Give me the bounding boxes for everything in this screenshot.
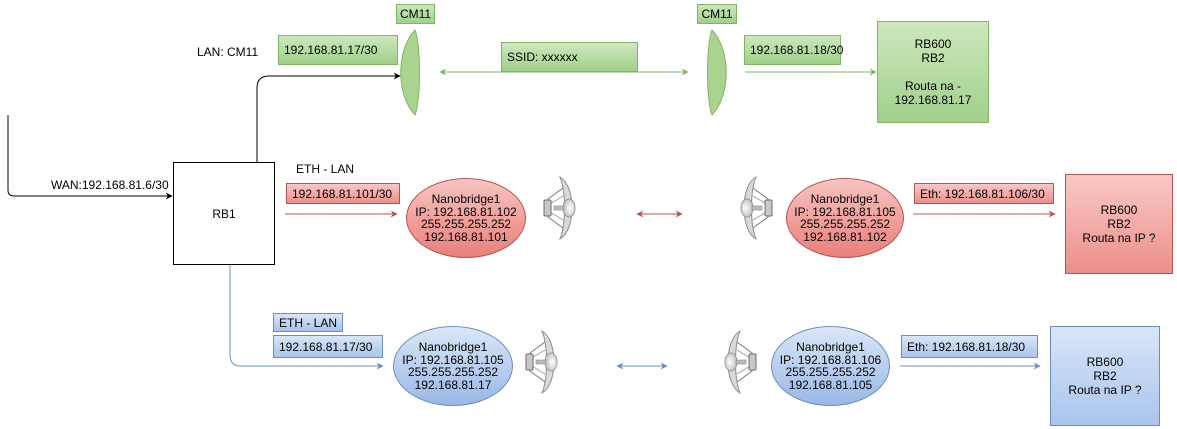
rb600-label: RB600	[1086, 355, 1124, 369]
blue-ip-tag: 192.168.81.17/30	[273, 335, 383, 358]
green-ip-right-label: 192.168.81.18/30	[750, 43, 844, 57]
route-label: Routa na IP ?	[1068, 383, 1142, 397]
blue-rb1-to-nb-connector	[229, 265, 384, 370]
red-eth-label: Eth: 192.168.81.106/30	[920, 186, 1045, 201]
blue-eth-tag: Eth: 192.168.81.18/30	[901, 335, 1038, 358]
blue-ip-label: 192.168.81.17/30	[279, 339, 373, 354]
blue-eth-lan-label: ETH - LAN	[279, 315, 338, 330]
nanobridge-mask: 255.255.255.252	[785, 365, 876, 379]
nanobridge-gateway: 192.168.81.17	[414, 377, 492, 392]
rb2-label: RB2	[1093, 369, 1117, 383]
lan-cm11-label: LAN: CM11	[197, 45, 259, 59]
rb1-to-cm11-connector	[256, 72, 401, 162]
cm11-lens-icon	[400, 29, 420, 116]
nanobridge-mask: 255.255.255.252	[799, 217, 891, 231]
red-ip-label: 192.168.81.101/30	[292, 186, 393, 201]
green-rb600-box: RB600 RB2 Routa na - 192.168.81.17	[877, 21, 989, 123]
route-label: Routa na IP ?	[1082, 231, 1156, 245]
red-nanobridge-left: Nanobridge1 IP: 192.168.81.102 255.255.2…	[406, 178, 526, 258]
dish-antenna-icon	[724, 330, 757, 394]
dish-antenna-icon	[525, 330, 558, 394]
nanobridge-ip: IP: 192.168.81.105	[794, 204, 896, 219]
ssid-label: SSID: xxxxxx	[507, 50, 578, 64]
nanobridge-name: Nanobridge1	[431, 192, 501, 206]
nanobridge-name: Nanobridge1	[418, 340, 488, 354]
cm11-right-tag: CM11	[697, 4, 737, 24]
green-ip-left-tag: 192.168.81.17/30	[278, 35, 398, 65]
dish-antenna-icon	[740, 176, 773, 240]
nanobridge-gateway: 192.168.81.101	[424, 229, 508, 244]
green-ip-left-label: 192.168.81.17/30	[284, 43, 378, 57]
rb1-router-box: RB1	[173, 162, 275, 265]
red-eth-tag: Eth: 192.168.81.106/30	[914, 183, 1054, 204]
red-eth-lan-label: ETH - LAN	[296, 162, 355, 176]
blue-rb600-box: RB600 RB2 Routa na IP ?	[1050, 326, 1160, 426]
rb2-label: RB2	[921, 51, 945, 65]
dish-antenna-icon	[543, 176, 576, 240]
red-nanobridge-right: Nanobridge1 IP: 192.168.81.105 255.255.2…	[786, 178, 904, 258]
red-rb600-box: RB600 RB2 Routa na IP ?	[1065, 174, 1173, 274]
cm11-left-tag: CM11	[396, 4, 435, 24]
nanobridge-ip: IP: 192.168.81.106	[779, 352, 882, 367]
cm11-lens-icon	[707, 29, 727, 116]
nanobridge-mask: 255.255.255.252	[407, 365, 499, 379]
route-label: Routa na -	[904, 79, 962, 93]
nanobridge-mask: 255.255.255.252	[420, 217, 512, 231]
green-ip-right-tag: 192.168.81.18/30	[744, 35, 844, 65]
nanobridge-gateway: 192.168.81.105	[788, 377, 873, 392]
nanobridge-name: Nanobridge1	[810, 192, 880, 206]
nanobridge-name: Nanobridge1	[796, 340, 865, 354]
nanobridge-ip: IP: 192.168.81.102	[415, 204, 517, 219]
wan-label: WAN:192.168.81.6/30	[51, 178, 169, 192]
blue-eth-label: Eth: 192.168.81.18/30	[907, 339, 1026, 354]
nanobridge-gateway: 192.168.81.102	[803, 229, 887, 244]
nanobridge-ip: IP: 192.168.81.105	[402, 352, 504, 367]
ssid-tag: SSID: xxxxxx	[501, 42, 638, 72]
rb600-label: RB600	[914, 37, 952, 51]
cm11-right-label: CM11	[701, 7, 733, 21]
blue-nanobridge-right: Nanobridge1 IP: 192.168.81.106 255.255.2…	[771, 326, 890, 406]
blue-nanobridge-left: Nanobridge1 IP: 192.168.81.105 255.255.2…	[393, 326, 513, 406]
red-ip-tag: 192.168.81.101/30	[286, 183, 400, 204]
cm11-left-label: CM11	[399, 7, 432, 21]
rb2-label: RB2	[1107, 217, 1131, 231]
rb1-label: RB1	[212, 206, 236, 221]
rb600-label: RB600	[1100, 203, 1138, 217]
blue-eth-lan-tag: ETH - LAN	[273, 313, 343, 332]
wan-connector	[7, 115, 173, 200]
route-ip-label: 192.168.81.17	[894, 93, 972, 107]
